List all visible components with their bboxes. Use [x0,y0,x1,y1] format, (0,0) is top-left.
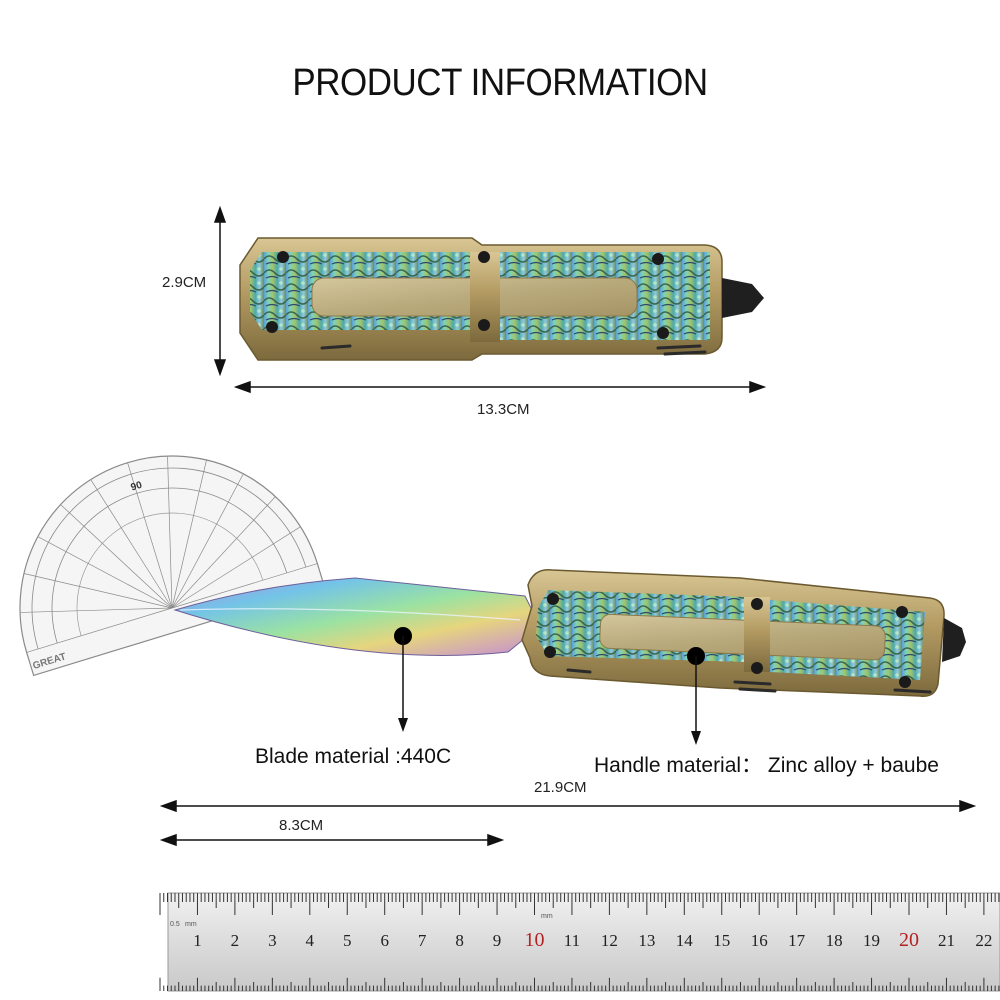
protractor-mark: 90 [130,480,144,494]
protractor: 90 GREAT [19,455,326,677]
ruler-number: 18 [826,931,843,950]
ruler-number: 9 [493,931,502,950]
ruler-number: 22 [975,931,992,950]
top-handle [239,237,764,361]
ruler-number: 16 [751,931,768,950]
ruler-number: 10 [525,929,545,951]
top-dimension-arrows [213,205,767,394]
ruler-unit-mm-left: mm [185,921,197,928]
ruler-number: 2 [231,931,240,950]
blade-material-label: Blade material :440C [255,745,452,768]
ruler-number: 19 [863,931,880,950]
handle-material-label: Handle material： Zinc alloy + baube [594,754,939,777]
ruler-number: 1 [193,931,202,950]
ruler-number: 20 [899,929,919,951]
handle-callout [687,647,705,745]
handle-height-label: 2.9CM [162,274,207,291]
ruler-number: 7 [418,931,427,950]
bottom-knife [173,569,966,697]
ruler-number: 8 [455,931,464,950]
page-title: PRODUCT INFORMATION [292,62,708,104]
blade-callout [394,627,412,732]
length-arrows [159,799,977,847]
ruler-number: 4 [306,931,315,950]
ruler-number: 3 [268,931,277,950]
ruler-unit-left: 0.5 [170,921,180,928]
ruler-number: 5 [343,931,352,950]
total-length-label: 21.9CM [534,779,587,796]
ruler-number: 13 [638,931,655,950]
ruler-number: 11 [564,931,580,950]
ruler-number: 21 [938,931,955,950]
ruler-number: 17 [788,931,806,950]
ruler-number: 6 [380,931,389,950]
ruler-number: 14 [676,931,694,950]
handle-length-label: 13.3CM [477,401,530,418]
ruler-unit-mm: mm [541,913,553,920]
blade-length-label: 8.3CM [279,817,324,834]
ruler-number: 15 [713,931,730,950]
ruler-number: 12 [601,931,618,950]
